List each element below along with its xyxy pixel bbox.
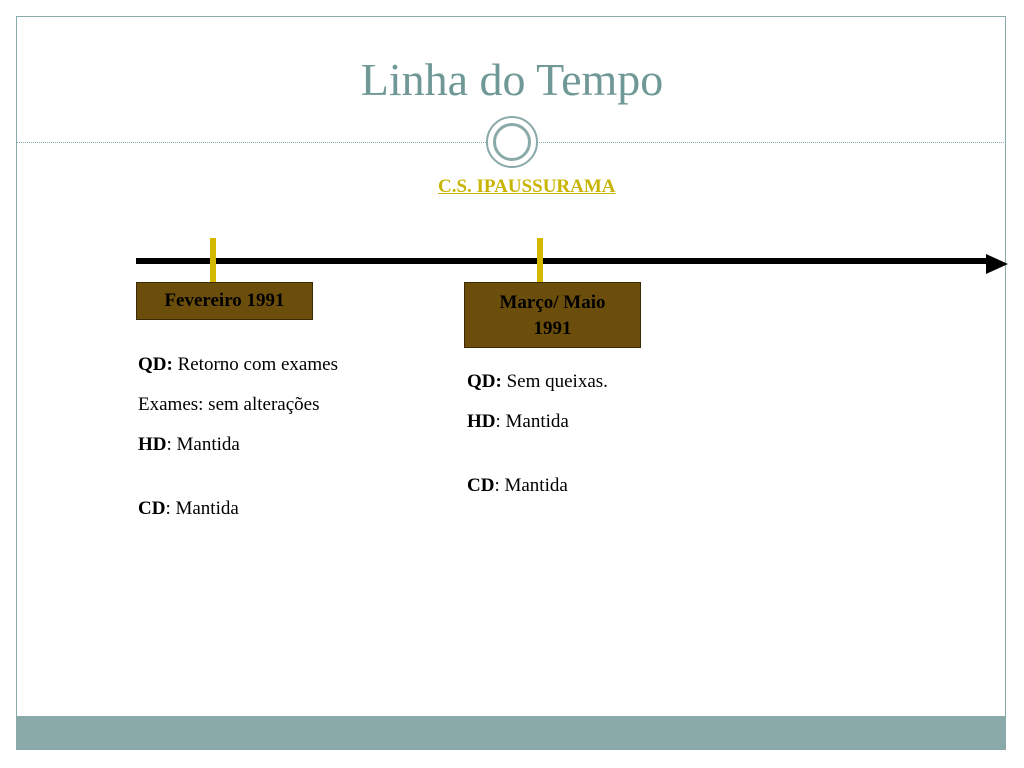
event-label-line-2: 1991 — [533, 318, 572, 339]
circle-ornament-inner — [493, 123, 531, 161]
timeline-tick-1 — [210, 238, 216, 282]
timeline-arrow-icon — [986, 254, 1008, 274]
event-label: Fevereiro 1991 — [164, 290, 285, 311]
site-link[interactable]: C.S. IPAUSSURAMA — [438, 176, 616, 197]
event-label-line-1: Março/ Maio — [499, 292, 606, 313]
qd-label: QD: — [467, 371, 502, 392]
qd-text: Retorno com exames — [177, 354, 338, 375]
hd-label: HD — [467, 411, 496, 432]
timeline-tick-2 — [537, 238, 543, 282]
hd-text: : Mantida — [495, 411, 569, 432]
hd-label: HD — [138, 434, 167, 455]
cd-text: : Mantida — [494, 475, 568, 496]
hd-text: : Mantida — [166, 434, 240, 455]
exams-text: Exames: sem alterações — [138, 394, 320, 415]
footer-band — [16, 716, 1006, 750]
cd-text: : Mantida — [165, 498, 239, 519]
event-box-1: Fevereiro 1991 — [136, 282, 313, 320]
timeline-line — [136, 258, 986, 264]
event-notes-2: QD: Sem queixas. HD: Mantida CD: Mantida — [467, 371, 608, 497]
event-box-2: Março/ Maio 1991 — [464, 282, 641, 348]
cd-label: CD — [138, 498, 166, 519]
slide-title: Linha do Tempo — [360, 54, 664, 105]
qd-text: Sem queixas. — [506, 371, 608, 392]
circle-ornament-icon — [486, 116, 538, 168]
event-notes-1: QD: Retorno com exames Exames: sem alter… — [138, 354, 338, 520]
cd-label: CD — [467, 475, 495, 496]
qd-label: QD: — [138, 354, 173, 375]
